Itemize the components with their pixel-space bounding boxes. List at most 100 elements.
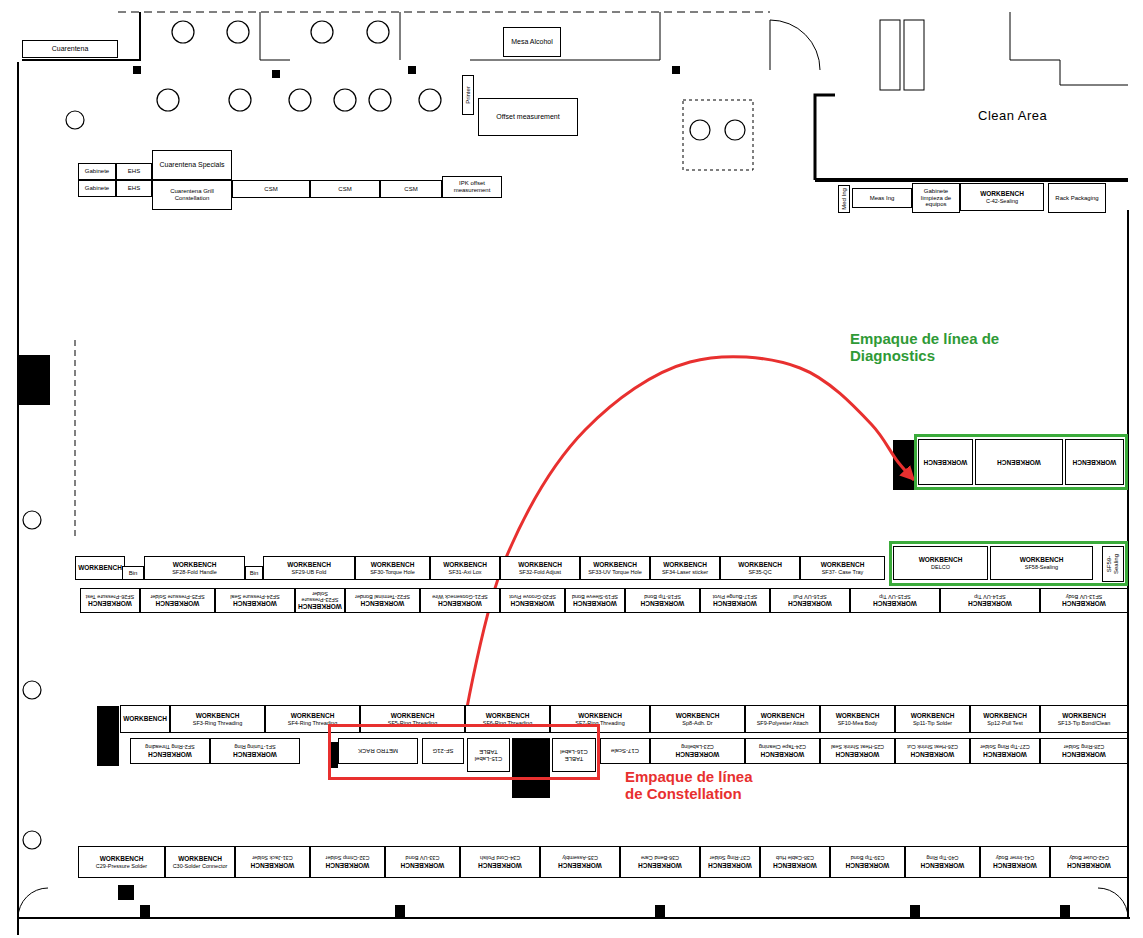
station-label: Offset measurement (496, 113, 559, 121)
workbench-label: SF16-UV Pull (793, 594, 826, 600)
workbench-label: WORKBENCH (919, 556, 963, 563)
table-outline (683, 100, 753, 170)
workbench: WORKBENCHSF13-Tip Bond/Clean (1040, 705, 1128, 733)
window (880, 20, 900, 90)
column (18, 355, 50, 405)
workbench: WORKBENCHC26-Heat Shrink Cut (895, 738, 970, 764)
workbench-label: WORKBENCH (178, 855, 222, 862)
workbench-label: C38-Cable Hub (776, 855, 814, 861)
workbench: WORKBENCHSF30-Torque Hole (355, 556, 430, 580)
workbench-label: C42-Outer Body (1069, 855, 1109, 861)
workbench-label: WORKBENCH (761, 750, 805, 757)
workbench-label: SF9-Polyester Attach (757, 720, 809, 726)
station-label: EHS (128, 168, 140, 175)
column (118, 885, 134, 900)
chair (367, 21, 389, 43)
station-label: C17-Scale (611, 748, 639, 755)
station-label: Bin (250, 570, 259, 577)
workbench-label: WORKBENCH (391, 712, 435, 719)
workbench-label: SF33-UV Torque Hole (588, 569, 642, 575)
region-label: Empaque de línea de Diagnostics (850, 330, 1025, 365)
workbench-label: C34-Cord Polish (480, 855, 520, 861)
workbench-label: WORKBENCH (641, 600, 685, 607)
workbench-label: WORKBENCH (1062, 750, 1106, 757)
workbench-label: SF15-UV Tip (879, 594, 910, 600)
workbench-label: WORKBENCH (738, 561, 782, 568)
workbench-label: WORKBENCH (173, 561, 217, 568)
workbench: WORKBENCHC23-Labeling (650, 738, 745, 764)
workbench: WORKBENCHSF35-QC (720, 556, 800, 580)
workbench: WORKBENCHC28-Ring Solder (1040, 738, 1128, 764)
station-box: EHS (116, 163, 152, 180)
station-label: Cuarentena Grill Constellation (155, 188, 229, 201)
chair (419, 89, 441, 111)
extinguisher (23, 681, 41, 699)
workbench-label: C37-Ring Solder (710, 855, 751, 861)
station-box: Offset measurement (478, 98, 578, 136)
workbench: WORKBENCHSF15-UV Tip (850, 588, 940, 613)
clean-area-wall (815, 178, 1128, 182)
workbench-label: SF21-Gooseneck Wire (432, 594, 488, 600)
workbench: WORKBENCHC32-Crimp Solder (310, 846, 385, 878)
workbench-label: WORKBENCH (873, 600, 917, 607)
workbench: WORKBENCHC29-Pressure Solder (78, 846, 165, 878)
workbench-label: SF19-Sleeve Bond (572, 594, 618, 600)
workbench-label: WORKBENCH (478, 861, 522, 868)
workbench: WORKBENCHSF5-Ring Threading (360, 705, 465, 733)
station-box: Cuarentena (22, 40, 118, 58)
chairs (23, 21, 745, 849)
flow-arrow (464, 357, 914, 724)
chair (157, 89, 179, 111)
workbench-label: WORKBENCH (788, 600, 832, 607)
station-box: CSM (380, 180, 442, 198)
door-swing (1098, 888, 1128, 918)
workbench-label: WORKBENCH (558, 861, 602, 868)
workbench-label: C29-Pressure Solder (96, 863, 147, 869)
workbench: WORKBENCHSF31-Axi Lox (430, 556, 500, 580)
column (330, 742, 338, 768)
workbench-label: C25-Heat Shrink Seal (831, 744, 884, 750)
workbench-label: SF37- Case Tray (822, 569, 864, 575)
workbench: WORKBENCHSp12-Pull Test (970, 705, 1040, 733)
workbench-label: WORKBENCH (518, 561, 562, 568)
station-box: Bin (245, 566, 263, 580)
column (395, 905, 405, 918)
station-box: C15-LabelTABLE (467, 738, 510, 772)
workbench-label: WORKBENCH (983, 712, 1027, 719)
workbench-label: WORKBENCH (924, 458, 968, 465)
station-box: Rack Packaging (1048, 183, 1106, 213)
column (408, 66, 416, 74)
workbench-label: WORKBENCH (88, 600, 132, 607)
workbench: WORKBENCHSF34-Laser sticker (650, 556, 720, 580)
station-label: Printer (465, 86, 472, 104)
station-label: CSM (404, 186, 417, 193)
station-box: CSM (232, 180, 310, 198)
workbench: WORKBENCHSp11-Tip Solder (895, 705, 970, 733)
station-label: IPK offset measurement (445, 180, 499, 193)
station-box: Cuarentena Grill Constellation (152, 180, 232, 210)
workbench-label: WORKBENCH (846, 861, 890, 868)
column (672, 66, 680, 74)
workbench: WORKBENCHSF17-Bunge Pivot (700, 588, 770, 613)
workbench: WORKBENCHC42-Outer Body (1050, 846, 1128, 878)
workbench: WORKBENCHSF24-Pressure Seal (215, 588, 295, 613)
chair (690, 120, 710, 140)
workbench-label: WORKBENCH (921, 861, 965, 868)
region-label: Empaque de línea de Constellation (625, 768, 760, 803)
workbench-label: SF31-Axi Lox (448, 569, 481, 575)
wall (17, 62, 19, 935)
column (512, 738, 550, 798)
workbench: WORKBENCHSF26-Pressure Test (80, 588, 140, 613)
column (133, 66, 141, 74)
workbench-label: WORKBENCH (486, 712, 530, 719)
workbench: WORKBENCHSF25-Pressure Solder (140, 588, 215, 613)
extinguisher (23, 831, 41, 849)
workbench-label: SF20-Groove Pivot (509, 594, 556, 600)
workbench-label: WORKBENCH (573, 600, 617, 607)
workbench-label: C40-Tip Ring (926, 855, 958, 861)
workbench-label: WORKBENCH (983, 750, 1027, 757)
wall (22, 12, 140, 60)
workbench-label: WORKBENCH (638, 861, 682, 868)
highlight-region: Empaque de línea de ConstellationMETRO R… (328, 724, 600, 780)
workbench: WORKBENCHC36-Bend Care (620, 846, 700, 878)
